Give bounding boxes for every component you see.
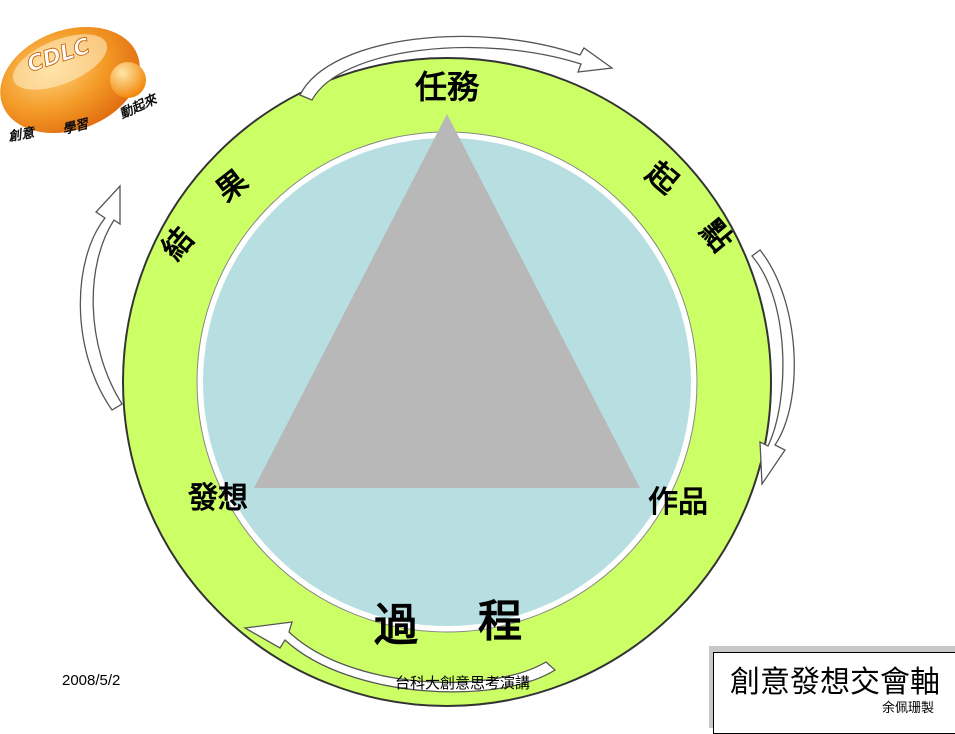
bottom-label-2: 程 [478, 596, 522, 647]
left-arrow [79, 184, 123, 411]
cycle-arrows [79, 35, 795, 693]
center-triangle [254, 114, 640, 488]
title-box-author: 余佩珊製 [882, 701, 935, 716]
lower-right-label: 作品 [648, 485, 708, 520]
logo-swoosh-light [12, 34, 108, 90]
title-box-title: 創意發想交會軸 [730, 665, 940, 700]
footer-source: 台科大創意思考演講 [395, 675, 531, 692]
title-box: 創意發想交會軸 余佩珊製 [713, 652, 955, 734]
top-label: 任務 [415, 68, 480, 106]
logo-ball [110, 62, 146, 98]
lower-left-label: 發想 [187, 481, 248, 516]
right-arrow [751, 249, 795, 486]
top-arrow [299, 35, 614, 101]
footer-date: 2008/5/2 [62, 672, 121, 689]
bottom-arrow [242, 621, 557, 693]
bottom-label-1: 過 [374, 600, 419, 651]
logo-graphic: CDLC [0, 26, 146, 134]
